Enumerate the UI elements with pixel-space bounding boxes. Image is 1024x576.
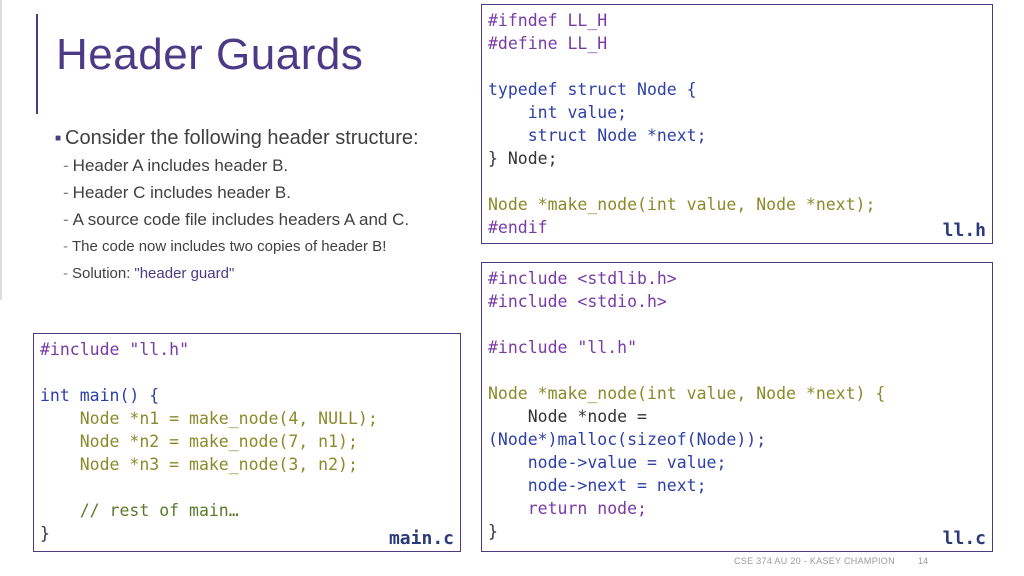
- code-line: Node *n2 = make_node(7, n1);: [40, 432, 358, 451]
- slide-title: Header Guards: [56, 30, 364, 79]
- code-line: Node *n3 = make_node(3, n2);: [40, 455, 358, 474]
- page-number: 14: [918, 556, 929, 566]
- dash-icon: -: [63, 182, 69, 202]
- left-edge-divider: [0, 0, 2, 300]
- code-box-ll-c: #include <stdlib.h> #include <stdio.h> #…: [481, 262, 993, 552]
- code-line: node->value = value;: [488, 453, 727, 472]
- code-line: // rest of main…: [40, 501, 239, 520]
- filename-label: main.c: [388, 528, 454, 549]
- sub-bullet-4: -The code now includes two copies of hea…: [55, 233, 419, 260]
- code-line: int value;: [488, 103, 628, 122]
- bullet-main-text: Consider the following header structure:: [65, 126, 419, 149]
- header-guard-highlight: "header guard": [134, 265, 235, 282]
- sub-bullet-text: A source code file includes headers A an…: [72, 209, 410, 229]
- code-line: (Node*)malloc(sizeof(Node));: [488, 430, 767, 449]
- sub-bullet-1: -Header A includes header B.: [55, 152, 419, 179]
- bullet-main: ■ Consider the following header structur…: [55, 124, 419, 152]
- code-line: struct Node *next;: [488, 126, 707, 145]
- code-line: #ifndef LL_H: [488, 11, 608, 30]
- title-accent-bar: [36, 14, 38, 114]
- code-line: #include <stdio.h>: [488, 292, 667, 311]
- dash-icon: -: [63, 238, 68, 255]
- code-line: #include "ll.h": [40, 340, 190, 359]
- bullet-list: ■ Consider the following header structur…: [55, 124, 419, 287]
- code-line: Node *make_node(int value, Node *next);: [488, 195, 876, 214]
- sub-bullet-5: -Solution:"header guard": [55, 260, 419, 287]
- code-line: typedef struct Node {: [488, 80, 697, 99]
- sub-bullet-text: Header A includes header B.: [72, 155, 289, 175]
- code-line: Node *make_node(int value, Node *next) {: [488, 384, 886, 403]
- sub-bullet-text: Solution:: [72, 265, 131, 282]
- code-line: }: [40, 524, 50, 543]
- sub-bullet-text: The code now includes two copies of head…: [72, 238, 387, 255]
- code-line: return node;: [488, 499, 647, 518]
- dash-icon: -: [63, 209, 69, 229]
- code-line: Node *node =: [488, 407, 647, 426]
- filename-label: ll.c: [942, 528, 986, 549]
- sub-bullet-3: -A source code file includes headers A a…: [55, 206, 419, 233]
- dash-icon: -: [63, 155, 69, 175]
- code-line: } Node;: [488, 149, 558, 168]
- slide-footer: CSE 374 AU 20 - KASEY CHAMPION: [734, 556, 895, 566]
- code-line: #endif: [488, 218, 548, 237]
- filename-label: ll.h: [942, 220, 986, 241]
- code-line: #include "ll.h": [488, 338, 638, 357]
- code-line: Node *n1 = make_node(4, NULL);: [40, 409, 378, 428]
- code-box-ll-h: #ifndef LL_H #define LL_H typedef struct…: [481, 4, 993, 244]
- code-line: int main() {: [40, 386, 160, 405]
- code-line: }: [488, 522, 498, 541]
- square-bullet-icon: ■: [55, 132, 62, 144]
- code-line: node->next = next;: [488, 476, 707, 495]
- dash-icon: -: [63, 265, 68, 282]
- code-line: #define LL_H: [488, 34, 608, 53]
- sub-bullet-2: -Header C includes header B.: [55, 179, 419, 206]
- sub-bullet-text: Header C includes header B.: [72, 182, 291, 202]
- code-line: #include <stdlib.h>: [488, 269, 677, 288]
- code-box-main-c: #include "ll.h" int main() { Node *n1 = …: [33, 333, 461, 552]
